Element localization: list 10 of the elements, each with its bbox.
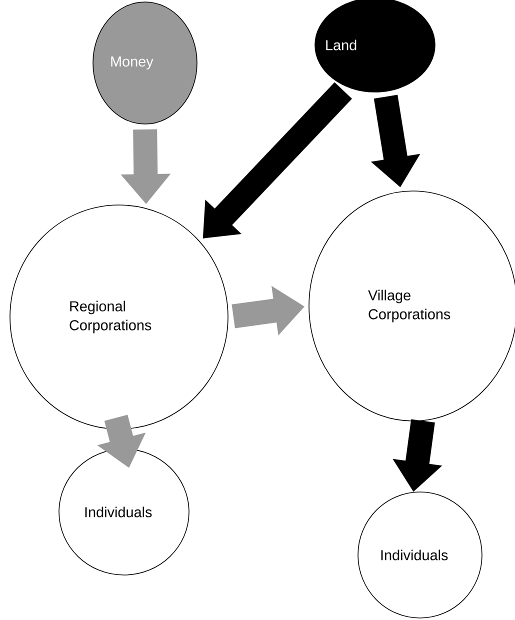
node-label: Money [111,56,154,70]
circle [10,204,228,430]
node-label: Individuals [381,550,448,560]
circle [58,448,190,576]
node-label: Individuals [85,506,152,518]
node-label: Village Corporations [368,290,450,322]
circle [358,492,482,618]
node-label: Regional Corporations [70,300,152,334]
node-label: Land [326,40,356,50]
circle [92,2,198,124]
